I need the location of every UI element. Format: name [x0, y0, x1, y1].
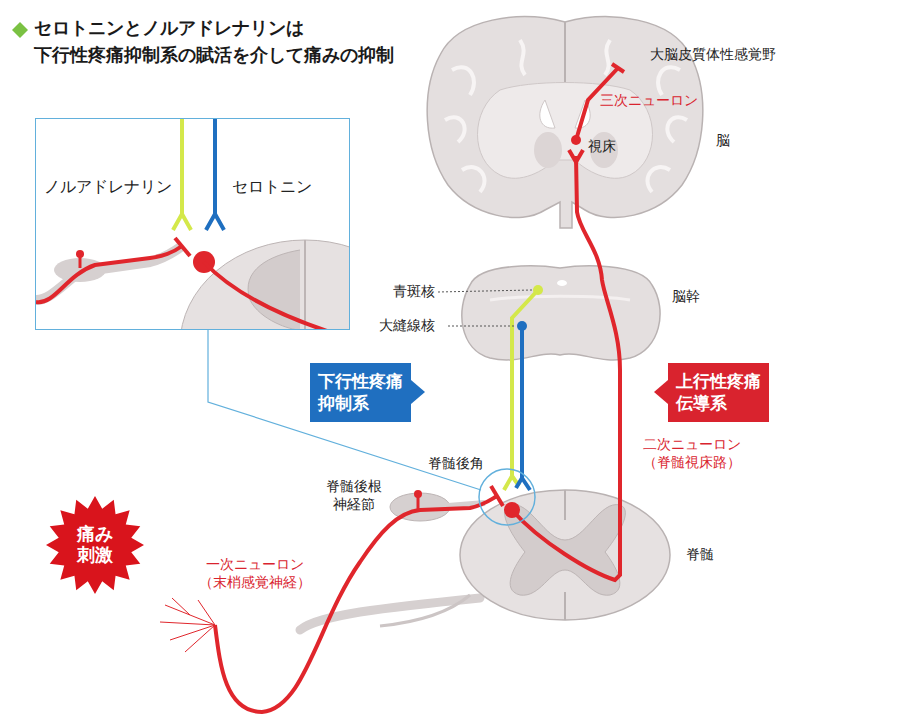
system-label: 下行性疼痛抑制系 — [318, 370, 403, 414]
region-label: 脊髄後根 神経節 — [322, 478, 386, 513]
stimulus-text: 痛み刺激 — [77, 524, 114, 565]
region-label: 脊髄 — [686, 546, 714, 564]
title: セロトニンとノルアドレナリンは 下行性疼痛抑制系の賦活を介して痛みの抑制 — [34, 14, 504, 68]
region-label: 脳幹 — [672, 288, 700, 306]
substance-label: セロトニン — [232, 177, 312, 198]
callout-pointer-shape — [654, 380, 668, 404]
leader-line — [438, 290, 532, 326]
descending-fibres — [504, 285, 543, 490]
nucleus-label: 青斑核 — [393, 283, 435, 301]
region-label: 脊髄後角 — [428, 455, 484, 473]
nucleus-label: 大縫線核 — [379, 317, 435, 335]
inset-illustration — [36, 119, 349, 329]
region-label: 大脳皮質体性感覚野 — [650, 46, 776, 64]
neuron-label: 一次ニューロン （末梢感覚神経） — [192, 556, 317, 591]
title-diamond — [12, 22, 28, 38]
neuron-label: 二次ニューロン （脊髄視床路） — [636, 436, 748, 471]
brainstem-section — [462, 266, 660, 360]
descending-system-box: 下行性疼痛抑制系 — [310, 363, 411, 422]
starburst-outline — [46, 496, 144, 594]
primary-neuron — [160, 486, 503, 712]
pain-starburst: 痛み刺激 — [45, 495, 145, 595]
neuron-label: 三次ニューロン — [600, 92, 698, 110]
callout-pointer — [411, 380, 427, 404]
region-label: 脳 — [716, 132, 730, 150]
region-label: 視床 — [588, 138, 616, 156]
substance-label: ノルアドレナリン — [44, 177, 172, 198]
ascending-system-box: 上行性疼痛伝導系 — [668, 363, 769, 422]
inset-box: ノルアドレナリン セロトニン — [35, 118, 350, 330]
magnifier-circle — [479, 469, 535, 525]
callout-pointer — [652, 380, 668, 404]
system-label: 上行性疼痛伝導系 — [676, 370, 761, 414]
callout-pointer-shape — [411, 380, 425, 404]
ascending-neurons — [504, 64, 624, 580]
